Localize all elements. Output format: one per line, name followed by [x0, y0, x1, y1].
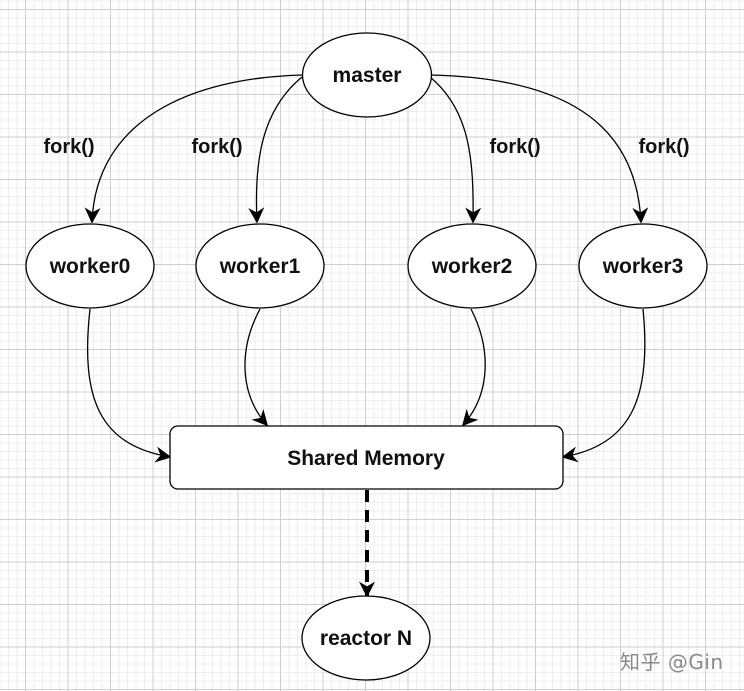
- node-shared-memory-label: Shared Memory: [287, 447, 445, 470]
- node-worker1-label: worker1: [219, 255, 301, 278]
- edge-label-fork-worker0: fork(): [43, 136, 94, 158]
- node-worker3[interactable]: worker3: [578, 223, 708, 309]
- edge-label-fork-worker3: fork(): [638, 136, 689, 158]
- edge-label-fork-worker1: fork(): [191, 136, 242, 158]
- node-worker2[interactable]: worker2: [407, 223, 537, 309]
- edge-master-worker3[interactable]: [430, 74, 649, 224]
- edge-label-fork-worker2: fork(): [489, 136, 540, 158]
- edge-master-worker0[interactable]: [84, 74, 303, 224]
- edge-worker0-shared-memory[interactable]: [86, 308, 172, 463]
- watermark: 知乎 @Gin: [620, 650, 724, 674]
- edge-worker2-shared-memory[interactable]: [461, 308, 486, 427]
- node-worker1[interactable]: worker1: [195, 223, 325, 309]
- edge-worker1-shared-memory[interactable]: [244, 308, 269, 427]
- node-reactor[interactable]: reactor N: [301, 595, 431, 681]
- node-worker2-label: worker2: [431, 255, 513, 278]
- node-reactor-label: reactor N: [320, 627, 412, 650]
- edge-worker3-shared-memory[interactable]: [561, 308, 646, 463]
- edge-master-worker1[interactable]: [248, 76, 303, 224]
- node-master-label: master: [333, 64, 402, 87]
- node-worker0[interactable]: worker0: [25, 223, 155, 309]
- edges-fork: [84, 74, 649, 224]
- node-shared-memory[interactable]: Shared Memory: [169, 425, 564, 490]
- node-worker0-label: worker0: [49, 255, 131, 278]
- node-worker3-label: worker3: [602, 255, 684, 278]
- node-master[interactable]: master: [301, 32, 433, 118]
- edges-shared: [86, 308, 646, 463]
- edge-master-worker2[interactable]: [429, 76, 482, 224]
